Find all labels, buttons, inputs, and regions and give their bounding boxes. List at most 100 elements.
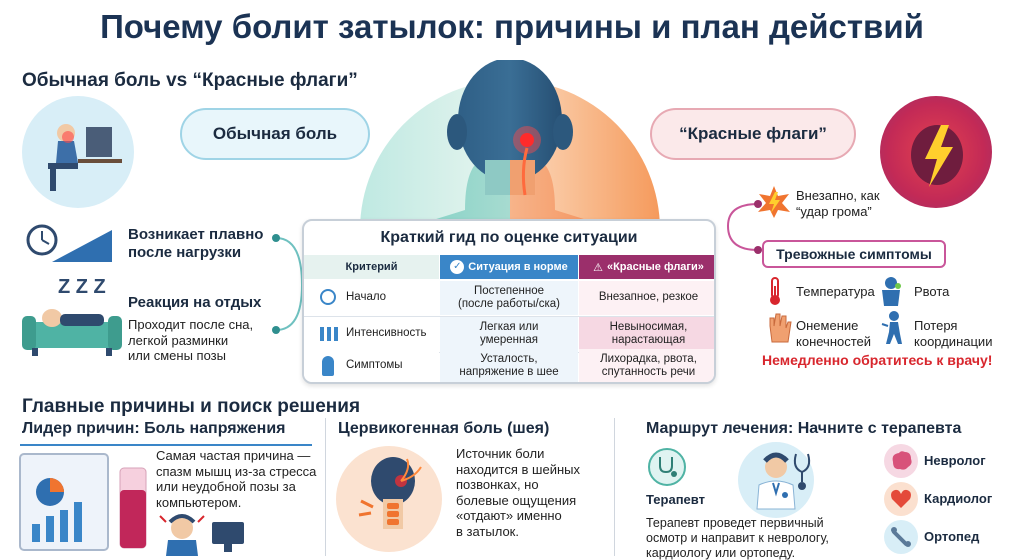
rest-line-1: Проходит после сна, — [128, 317, 254, 332]
sudden-line-2: “удар грома” — [796, 203, 872, 219]
tension-underline — [20, 444, 312, 446]
cervical-line-2: находится в шейных — [456, 461, 580, 477]
cervical-line-5: «отдают» именно — [456, 508, 562, 524]
rest-line-2: легкой разминки — [128, 332, 229, 348]
cell-line: Невыносимая, — [609, 320, 688, 333]
cell-line: Постепенное — [473, 284, 545, 297]
criterion-label: Симптомы — [346, 359, 403, 372]
route-line-2: осмотр и направит к неврологу, — [646, 531, 829, 545]
cervical-title: Цервикогенная боль (шея) — [338, 420, 550, 437]
criterion-label: Интенсивность — [346, 327, 427, 340]
lightning-head-icon — [880, 96, 992, 208]
heart-icon — [884, 482, 918, 516]
cell-line: (после работы/ска) — [457, 298, 560, 310]
cell-line: напряжение в шее — [459, 366, 559, 378]
page-title: Почему болит затылок: причины и план дей… — [100, 8, 924, 45]
header-red-label: «Красные флаги» — [606, 261, 704, 273]
tension-title: Лидер причин: Боль напряжения — [22, 420, 286, 437]
cell-line: нарастающая — [611, 334, 686, 346]
numb-hand-icon — [769, 313, 792, 343]
rest-line-3: или смены позы — [128, 348, 226, 364]
rest-reaction-desc: Проходит после сна, легкой разминки или … — [128, 317, 278, 364]
clock-icon — [26, 224, 112, 262]
coord-line-1: Потеря — [914, 318, 958, 333]
therapist-label: Терапевт — [646, 492, 705, 507]
row-intensity-normal: Легкая или умеренная — [440, 317, 578, 351]
row-symptoms-red: Лихорадка, рвота, спутанность речи — [579, 349, 714, 382]
row-onset-red: Внезапное, резкое — [579, 281, 714, 315]
urgent-warning: Немедленно обратитесь к врачу! — [762, 352, 993, 368]
coordination-loss-icon — [881, 311, 902, 344]
guide-title: Краткий гид по оценке ситуации — [380, 229, 638, 246]
sudden-onset-text: Внезапно, как “удар грома” — [796, 188, 880, 219]
normal-pain-pill: Обычная боль — [180, 108, 370, 160]
chart-monitor-icon — [19, 453, 147, 551]
header-red: ⚠ «Красные флаги» — [579, 255, 714, 279]
comparison-heading: Обычная боль vs “Красные флаги” — [22, 70, 358, 91]
tension-line-4: компьютером. — [156, 494, 242, 510]
symptom-vomit: Рвота — [914, 284, 950, 299]
cervical-spine-icon — [336, 446, 442, 552]
thermometer-icon — [770, 277, 780, 305]
criterion-label: Начало — [346, 291, 387, 304]
header-normal-label: Ситуация в норме — [468, 261, 568, 273]
row-intensity-criterion: Интенсивность — [304, 317, 439, 351]
symptom-coordination: Потеря координации — [914, 318, 992, 349]
gradual-onset-line-2: после нагрузки — [128, 244, 242, 261]
specialist-ortho: Ортопед — [924, 529, 980, 544]
stressed-person-icon — [159, 514, 244, 556]
bone-icon — [884, 520, 918, 554]
gradual-onset-line-1: Возникает плавно — [128, 226, 264, 243]
cervical-line-4: болевые ощущения — [456, 492, 577, 508]
right-connector — [726, 200, 762, 254]
route-title: Маршрут лечения: Начните с терапевта — [646, 420, 962, 437]
gradual-onset-text: Возникает плавно после нагрузки — [128, 226, 278, 262]
tension-line-3: или неудобной позы за — [156, 479, 296, 495]
divider-1 — [325, 418, 326, 556]
numb-line-1: Онемение — [796, 318, 859, 333]
check-circle-icon: ✓ — [450, 260, 465, 274]
coord-line-2: координации — [914, 333, 993, 349]
row-onset-normal: Постепенное (после работы/ска) — [440, 281, 578, 315]
desk-worker-icon — [22, 96, 134, 208]
route-desc: Терапевт проведет первичный осмотр и нап… — [646, 516, 846, 560]
route-line-1: Терапевт проведет первичный — [646, 516, 824, 530]
divider-2 — [614, 418, 615, 556]
cell-line: умеренная — [479, 334, 539, 346]
assessment-guide-card: Краткий гид по оценке ситуации Критерий … — [302, 219, 716, 384]
bars-icon — [320, 327, 338, 341]
header-normal: ✓ Ситуация в норме — [440, 255, 578, 279]
numb-line-2: конечностей — [796, 333, 872, 349]
rest-reaction-title: Реакция на отдых — [128, 294, 262, 311]
head-silhouette-icon — [385, 60, 635, 235]
sudden-line-1: Внезапно, как — [796, 188, 880, 203]
tension-line-2: спазм мышц из-за стресса — [156, 463, 317, 479]
row-divider — [304, 316, 714, 317]
cervical-line-6: в затылок. — [456, 523, 519, 539]
row-symptoms-criterion: Симптомы — [304, 349, 439, 382]
tension-line-1: Самая частая причина — — [156, 448, 311, 463]
red-flags-pill: “Красные флаги” — [650, 108, 856, 160]
cell-line: Усталость, — [480, 352, 538, 365]
thunder-burst-icon — [758, 186, 790, 218]
alarm-symptoms-box: Тревожные симптомы — [762, 240, 946, 268]
cervical-line-1: Источник боли — [456, 446, 545, 461]
warning-triangle-icon: ⚠ — [593, 261, 603, 274]
row-intensity-red: Невыносимая, нарастающая — [579, 317, 714, 351]
sofa-rest-icon — [22, 282, 122, 362]
specialist-cardio: Кардиолог — [924, 491, 993, 506]
row-symptoms-normal: Усталость, напряжение в шее — [440, 349, 578, 382]
brain-icon — [884, 444, 918, 478]
causes-heading: Главные причины и поиск решения — [22, 396, 361, 417]
cervical-line-3: позвонках, но — [456, 477, 539, 493]
person-icon — [322, 356, 334, 376]
cell-line: Внезапное, резкое — [598, 291, 699, 304]
cell-line: Легкая или — [479, 320, 539, 333]
cervical-desc: Источник боли находится в шейных позвонк… — [456, 446, 606, 540]
route-line-3: кардиологу или ортопеду. — [646, 546, 796, 560]
stethoscope-hanging-icon — [793, 453, 811, 490]
symptom-temperature: Температура — [796, 284, 875, 299]
header-criterion: Критерий — [304, 255, 439, 279]
row-onset-criterion: Начало — [304, 281, 439, 315]
vomit-icon — [882, 277, 901, 306]
